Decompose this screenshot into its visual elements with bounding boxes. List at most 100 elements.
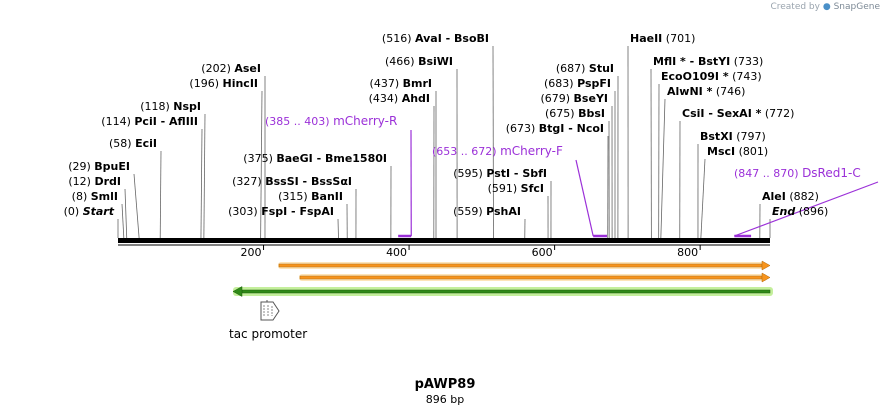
site-position: (746) xyxy=(712,85,745,98)
site-name: AseI xyxy=(234,62,261,75)
site-label-psti-sbfi[interactable]: (595) PstI - SbfI xyxy=(453,167,547,180)
site-label-bsssi-bsss-i[interactable]: (327) BssSI - BssSαI xyxy=(232,175,352,188)
site-name: Start xyxy=(83,205,115,218)
site-name: DrdI xyxy=(94,175,121,188)
primer-lines xyxy=(410,129,879,237)
site-position: (434) xyxy=(369,92,402,105)
site-label-sfci[interactable]: (591) SfcI xyxy=(488,182,544,195)
site-position: (559) xyxy=(453,205,486,218)
site-label-smli[interactable]: (8) SmlI xyxy=(72,190,118,203)
site-label-ecoo109i[interactable]: EcoO109I * (743) xyxy=(661,70,762,83)
site-label-pspfi[interactable]: (683) PspFI xyxy=(544,77,611,90)
site-line-drdi xyxy=(124,188,128,239)
site-label-btgi-ncoi[interactable]: (673) BtgI - NcoI xyxy=(506,122,604,135)
ruler-label-600: 600 xyxy=(532,246,553,259)
site-position: (679) xyxy=(540,92,573,105)
site-line-hincii xyxy=(260,90,263,239)
site-name: BpuEI xyxy=(94,160,130,173)
sequence-backbone xyxy=(118,238,770,243)
orange-feature-arrow-2[interactable] xyxy=(299,272,771,283)
site-line-ecii xyxy=(159,150,162,239)
site-label-fspi-fspai[interactable]: (303) FspI - FspAI xyxy=(228,205,334,218)
site-label-bpuei[interactable]: (29) BpuEI xyxy=(68,160,130,173)
site-label-bstxi[interactable]: BstXI (797) xyxy=(700,130,766,143)
site-label-csii-sexai[interactable]: CsiI - SexAI * (772) xyxy=(682,107,794,120)
site-label-hincii[interactable]: (196) HincII xyxy=(189,77,258,90)
site-label-mfli-bstyi[interactable]: MflI * - BstYI (733) xyxy=(653,55,763,68)
green-feature-arrow[interactable] xyxy=(232,286,773,297)
site-label-pcii-afliii[interactable]: (114) PciI - AflIII xyxy=(101,115,198,128)
site-name: StuI xyxy=(589,62,614,75)
site-label-ecii[interactable]: (58) EciI xyxy=(109,137,157,150)
site-label-haeii[interactable]: HaeII (701) xyxy=(630,32,695,45)
site-label-bsiwi[interactable]: (466) BsiWI xyxy=(385,55,453,68)
site-position: (375) xyxy=(243,152,276,165)
site-line-nspi xyxy=(203,113,206,239)
tac-promoter-label: tac promoter xyxy=(229,327,308,341)
site-name: PspFI xyxy=(577,77,611,90)
site-name: BssSI - BssSαI xyxy=(265,175,352,188)
primer-name: mCherry-F xyxy=(500,144,563,158)
site-name: PshAI xyxy=(486,205,521,218)
site-label-nspi[interactable]: (118) NspI xyxy=(140,100,201,113)
site-name: PciI - AflIII xyxy=(134,115,198,128)
site-label-msci[interactable]: MscI (801) xyxy=(707,145,768,158)
site-labels: (0) Start (8) SmlI (12) DrdI (29) BpuEI (58)… xyxy=(64,32,829,218)
site-label-alwni[interactable]: AlwNI * (746) xyxy=(667,85,745,98)
site-label-alei[interactable]: AleI (882) xyxy=(762,190,819,203)
site-label-avai-bsobi[interactable]: (516) AvaI - BsoBI xyxy=(382,32,489,45)
site-label-pshai[interactable]: (559) PshAI xyxy=(453,205,521,218)
site-label-drdi[interactable]: (12) DrdI xyxy=(68,175,121,188)
site-position: (0) xyxy=(64,205,83,218)
site-label-bbsi[interactable]: (675) BbsI xyxy=(545,107,605,120)
site-name: HincII xyxy=(222,77,258,90)
tac-promoter-icon[interactable] xyxy=(260,300,280,321)
site-label-asei[interactable]: (202) AseI xyxy=(201,62,261,75)
sequence-name: pAWP89 xyxy=(414,377,476,392)
site-position: (673) xyxy=(506,122,539,135)
site-position: (196) xyxy=(189,77,222,90)
site-label-stui[interactable]: (687) StuI xyxy=(556,62,614,75)
site-name: MscI xyxy=(707,145,735,158)
site-label-bmri[interactable]: (437) BmrI xyxy=(370,77,432,90)
site-name: End xyxy=(772,205,795,218)
site-name: MflI * - BstYI xyxy=(653,55,730,68)
primer-label-mcherry-f[interactable]: (653 .. 672) mCherry-F xyxy=(432,144,563,158)
primer-range: (653 .. 672) xyxy=(432,145,500,158)
ruler-label-400: 400 xyxy=(386,246,407,259)
site-position: (675) xyxy=(545,107,578,120)
ruler: 200 400 600 800 xyxy=(241,245,701,259)
site-position: (437) xyxy=(370,77,403,90)
site-line-pcii-afliii xyxy=(200,128,203,239)
site-position: (683) xyxy=(544,77,577,90)
site-name: BbsI xyxy=(578,107,605,120)
primer-range: (847 .. 870) xyxy=(734,167,802,180)
site-name: CsiI - SexAI * xyxy=(682,107,762,120)
site-name: AhdI xyxy=(402,92,430,105)
site-label-banii[interactable]: (315) BanII xyxy=(278,190,343,203)
site-position: (327) xyxy=(232,175,265,188)
site-position: (595) xyxy=(453,167,486,180)
site-position: (516) xyxy=(382,32,415,45)
site-label-start[interactable]: (0) Start xyxy=(64,205,115,218)
site-line-alwni xyxy=(660,98,666,239)
snapgene-watermark: Created by ● SnapGene xyxy=(770,2,880,12)
site-name: AleI xyxy=(762,190,786,203)
ruler-label-800: 800 xyxy=(677,246,698,259)
primer-line-mcherry-f xyxy=(575,159,594,237)
site-label-baegi-bme1580i[interactable]: (375) BaeGI - Bme1580I xyxy=(243,152,387,165)
site-name: PstI - SbfI xyxy=(486,167,547,180)
site-label-bseyi[interactable]: (679) BseYI xyxy=(540,92,608,105)
site-position: (743) xyxy=(729,70,762,83)
ruler-label-200: 200 xyxy=(241,246,262,259)
orange-feature-arrow-1[interactable] xyxy=(278,260,771,271)
site-position: (12) xyxy=(68,175,94,188)
site-name: EciI xyxy=(135,137,157,150)
primer-label-mcherry-r[interactable]: (385 .. 403) mCherry-R xyxy=(265,114,397,128)
site-line-smli xyxy=(121,203,125,239)
site-label-end[interactable]: End (896) xyxy=(772,205,828,218)
primer-label-dsred1-c[interactable]: (847 .. 870) DsRed1-C xyxy=(734,166,861,180)
site-label-ahdi[interactable]: (434) AhdI xyxy=(369,92,430,105)
site-name: BsiWI xyxy=(418,55,453,68)
site-position: (303) xyxy=(228,205,261,218)
